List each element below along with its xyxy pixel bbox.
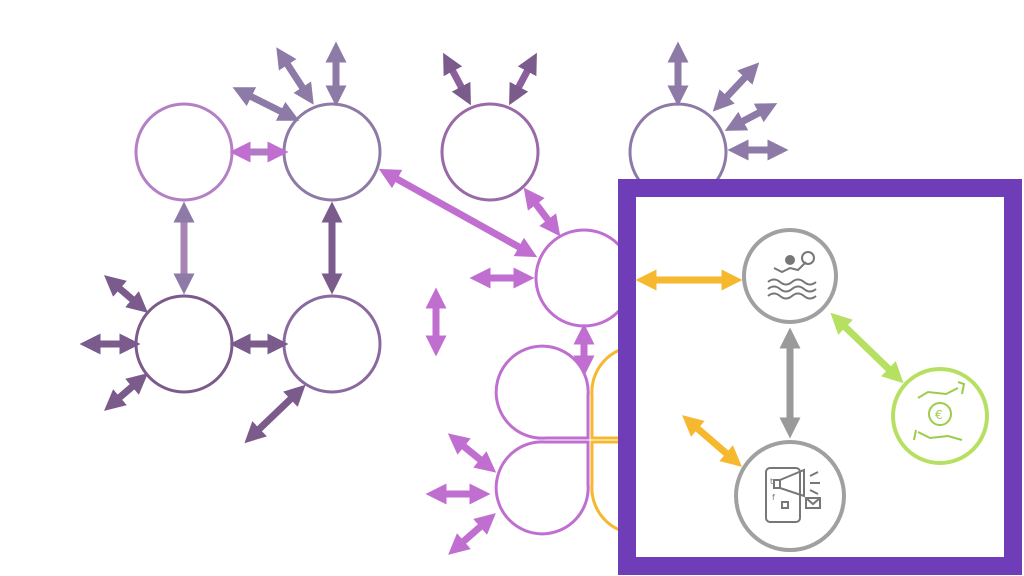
arrow-tr-ext-3 <box>724 103 778 131</box>
arrow-tc-hub <box>378 168 538 258</box>
arrow-tm-ext-2 <box>509 52 537 106</box>
arrow-tc-ext-2 <box>276 47 314 105</box>
arrow-swimming-funding <box>830 312 904 384</box>
node-top-center <box>282 102 382 202</box>
arrow-bc-ext-1 <box>244 384 306 444</box>
swimmer-icon <box>767 251 817 300</box>
arrow-bl-ext-3 <box>104 373 148 411</box>
megaphone-phone-icon: t f <box>765 467 821 523</box>
node-hub <box>534 228 634 328</box>
arrow-clover-ext-1 <box>447 433 497 473</box>
svg-text:f: f <box>772 493 775 502</box>
svg-text:€: € <box>935 408 943 422</box>
svg-text:t: t <box>770 477 773 486</box>
focus-frame-group: t f € <box>618 179 1022 575</box>
marketing-node: t f <box>734 440 846 552</box>
focus-frame <box>618 179 1022 575</box>
euro-hands-icon: € <box>913 381 966 441</box>
node-top-left <box>134 102 234 202</box>
arrow-tm-ext-1 <box>443 52 471 106</box>
funding-node: € <box>891 367 989 465</box>
arrow-clover-ext-3 <box>448 513 496 555</box>
arrow-bl-ext-1 <box>104 275 148 313</box>
clover-petal-top-left <box>494 344 590 440</box>
swimming-node <box>742 228 838 324</box>
arrow-tm-hub <box>523 187 561 237</box>
node-top-middle <box>440 102 540 202</box>
node-bottom-center <box>282 294 382 394</box>
clover-petal-bottom-left <box>494 440 590 536</box>
arrow-tc-ext-1 <box>232 87 300 121</box>
middle-cluster <box>378 41 789 555</box>
node-bottom-left <box>134 294 234 394</box>
arrow-tr-ext-2 <box>712 62 760 112</box>
arrow-clover-marketing <box>682 415 742 467</box>
left-cluster <box>79 41 382 444</box>
